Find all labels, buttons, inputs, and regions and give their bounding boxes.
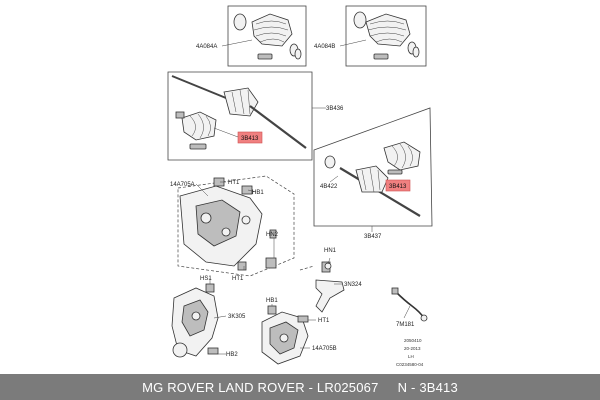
label-3n324: 3N324 (344, 282, 362, 288)
label-4a084a: 4A084A (196, 44, 217, 50)
label-4b422: 4B422 (320, 184, 338, 190)
label-3b413-right: 3B413 (389, 184, 407, 190)
highlight-3b413-right (385, 179, 411, 192)
label-3b437: 3B437 (364, 234, 382, 240)
label-3b413-left: 3B413 (241, 136, 259, 142)
boot-kit-b (339, 5, 427, 67)
label-hs1: HS1 (200, 276, 212, 282)
label-14a705a: 14A705A (170, 182, 195, 188)
label-ht1-a: HT1 (228, 180, 240, 186)
bracket-assembly-lower-right (261, 304, 316, 365)
label-hb1-b: HB1 (266, 298, 278, 304)
label-hb2: HB2 (226, 352, 238, 358)
label-hb1-a: HB1 (252, 190, 264, 196)
highlight-3b413-left (237, 131, 263, 144)
bracket-assembly-lower-left (171, 278, 227, 358)
note-2: 20-2013 (404, 346, 421, 351)
label-hn2: HN2 (266, 232, 279, 238)
label-3k305: 3K305 (228, 314, 246, 320)
harness-7m181 (391, 287, 428, 322)
label-ht1-c: HT1 (318, 318, 330, 324)
bracket-assembly-upper (177, 175, 295, 277)
label-7m181: 7M181 (396, 322, 415, 328)
label-14a705b: 14A705B (312, 346, 337, 352)
caption-bar: MG ROVER LAND ROVER - LR025067 N - 3B413 (0, 374, 600, 400)
driveshaft-frame-right (313, 107, 433, 227)
caption-text: MG ROVER LAND ROVER - LR025067 N - 3B413 (142, 379, 458, 395)
label-hn1: HN1 (324, 248, 337, 254)
strap-assembly (299, 257, 345, 313)
label-4a084b: 4A084B (314, 44, 335, 50)
boot-kit-a (221, 5, 307, 67)
driveshaft-frame-left (167, 71, 326, 161)
note-3: LH (408, 354, 414, 359)
label-3b436: 3B436 (326, 106, 344, 112)
note-4: C0234580-04 (396, 362, 424, 367)
note-1: 2050410 (404, 338, 422, 343)
parts-diagram: 4A084A 4A084B 3B413 3B436 (167, 5, 433, 367)
label-ht1-b: HT1 (232, 276, 244, 282)
